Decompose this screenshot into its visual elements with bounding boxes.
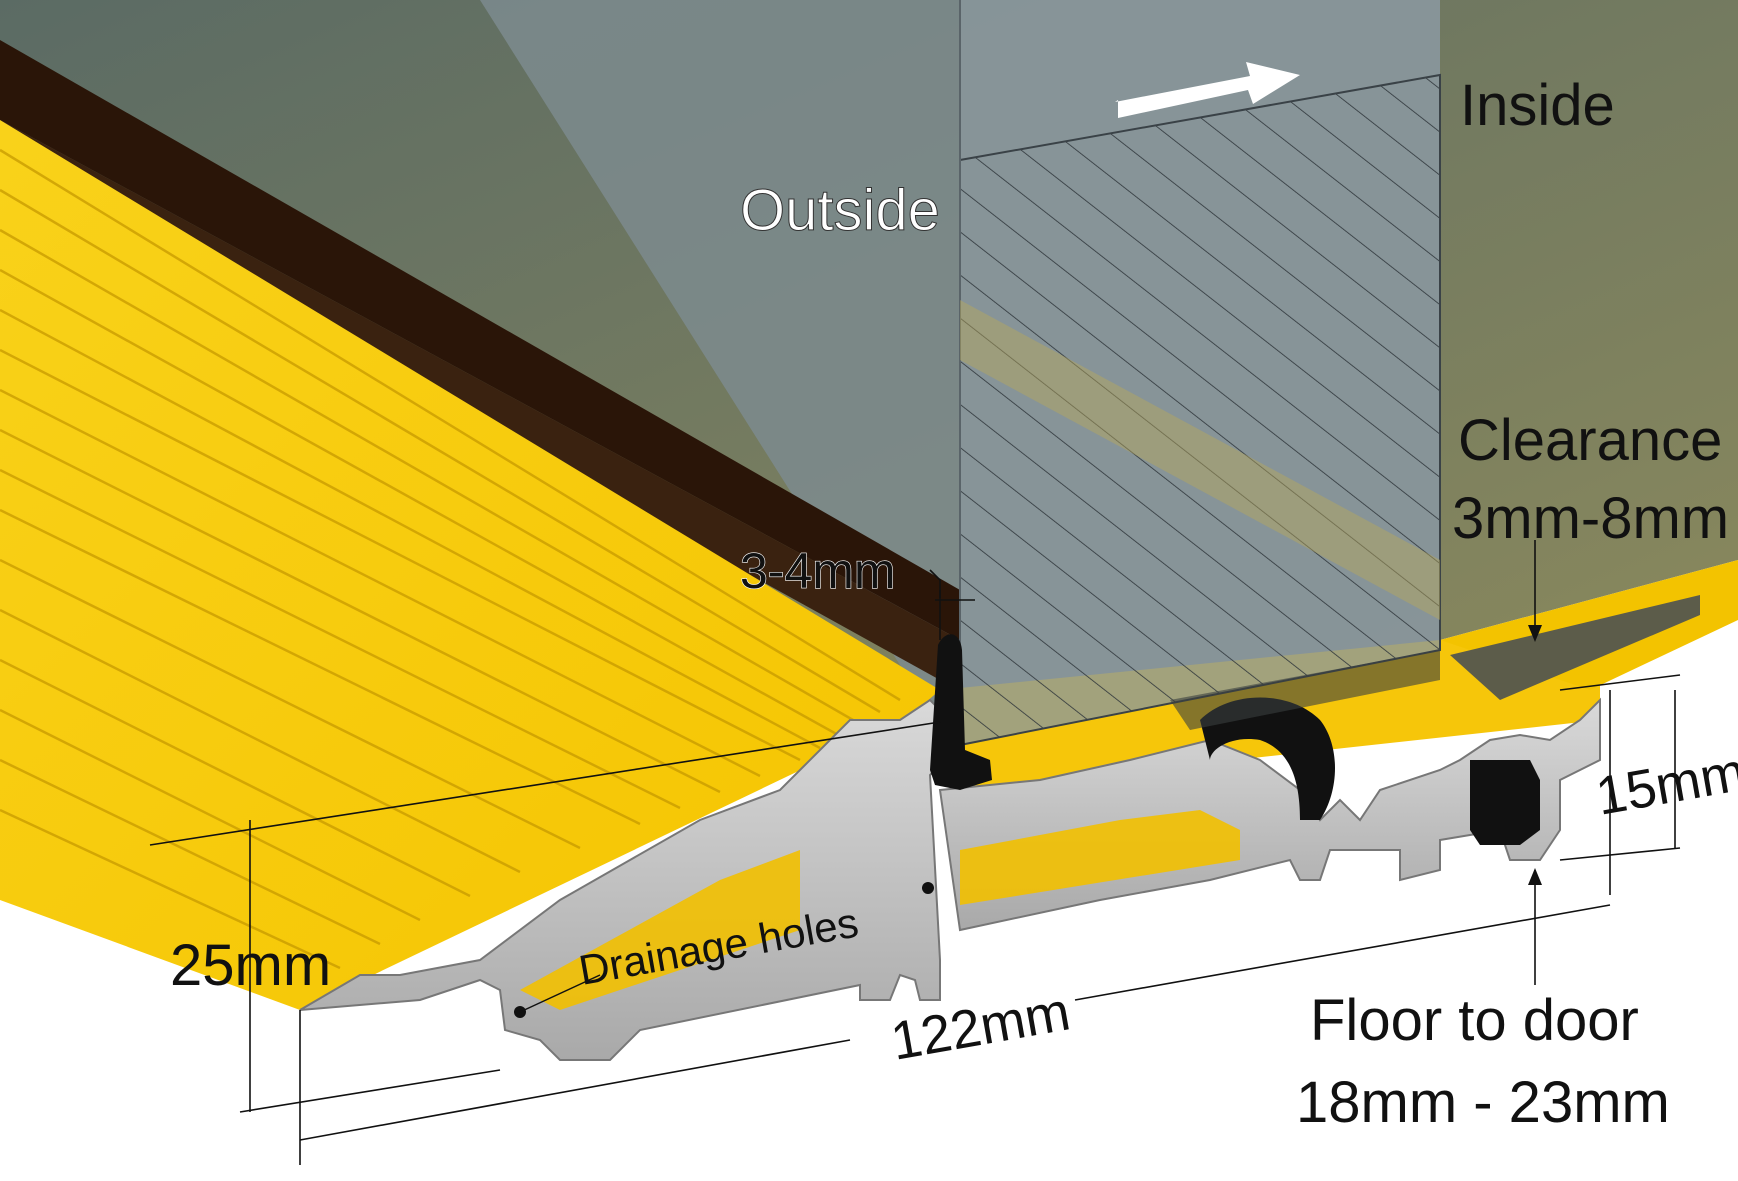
profile-chamber — [520, 850, 800, 1010]
rear-channel — [1450, 595, 1700, 700]
rear-bubble-seal — [1200, 697, 1335, 820]
front-brush-seal — [930, 634, 992, 790]
dark-channel-lower — [0, 120, 960, 680]
clearance-arrow-icon — [1528, 625, 1542, 642]
label-inside: Inside — [1460, 73, 1615, 138]
dimension-lines — [149, 540, 1681, 1165]
label-height-profile: 25mm — [170, 933, 331, 998]
label-outside: Outside — [740, 178, 940, 243]
label-floor-to-door-value: 18mm - 23mm — [1296, 1070, 1670, 1135]
label-clearance-value: 3mm-8mm — [1452, 486, 1729, 551]
rear-insert-seal — [1470, 760, 1540, 845]
label-gap: 3-4mm — [740, 543, 896, 599]
label-width: 122mm — [887, 981, 1075, 1071]
label-floor-to-door-title: Floor to door — [1310, 988, 1639, 1053]
door-hatched-section — [960, 75, 1440, 745]
label-clearance-title: Clearance — [1458, 408, 1722, 473]
aluminium-profile — [299, 698, 947, 1061]
profile-chamber-2 — [960, 810, 1240, 905]
drainage-leader — [519, 974, 601, 1013]
yellow-ramp-top — [0, 120, 940, 1010]
door-bottom-shadow — [1170, 650, 1440, 730]
ramp-ridges — [0, 148, 901, 970]
label-height-rear: 15mm — [1592, 742, 1738, 827]
drainage-hole-marker-2 — [922, 882, 934, 894]
dark-channel — [0, 40, 960, 640]
floor-to-door-arrow-icon — [1528, 868, 1542, 885]
direction-arrow-icon — [1115, 62, 1300, 118]
door-reflection — [960, 300, 1440, 620]
